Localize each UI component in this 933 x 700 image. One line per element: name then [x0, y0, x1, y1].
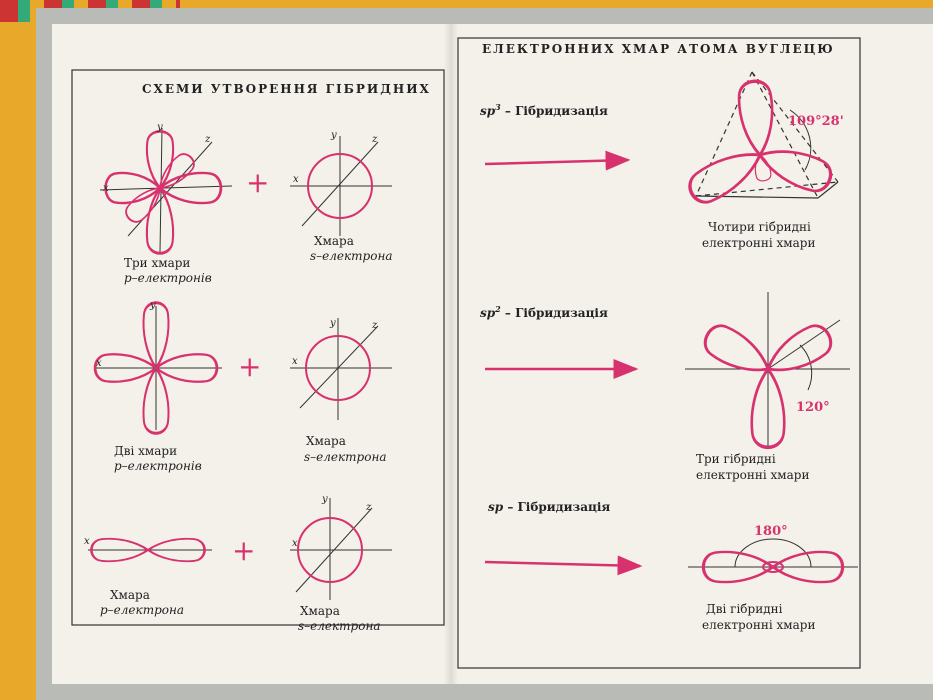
axis-z-s2: z: [372, 320, 378, 331]
result-label-2b: електронні хмари: [696, 468, 810, 482]
heading-right: ЕЛЕКТРОННИХ ХМАР АТОМА ВУГЛЕЦЮ: [482, 42, 835, 56]
hyb-label-sp2: sp2 – Гібридизація: [480, 304, 608, 320]
axis-x-s1: x: [293, 174, 299, 185]
p-orbitals-two: [93, 301, 222, 435]
p-label-1a: Три хмари: [124, 256, 191, 270]
p-label-3a: Хмара: [110, 588, 150, 602]
axis-z-s1: z: [372, 134, 378, 145]
p-label-2b: p–електронів: [114, 459, 202, 473]
result-label-3a: Дві гібридні: [706, 602, 783, 616]
axis-z-s3: z: [366, 502, 372, 513]
p-label-1b: p–електронів: [124, 271, 212, 285]
angle-sp: 180°: [754, 524, 788, 539]
sp-linear: [688, 538, 858, 584]
s-label-2a: Хмара: [306, 434, 346, 448]
angle-sp2: 120°: [796, 400, 830, 415]
result-label-1a: Чотири гібридні: [708, 220, 811, 234]
angle-sp3: 109°28': [788, 114, 844, 129]
s-label-1b: s–електрона: [310, 249, 393, 263]
axis-y-s2: y: [330, 318, 336, 329]
s-label-3b: s–електрона: [298, 619, 381, 633]
result-label-2a: Три гібридні: [696, 452, 776, 466]
sp2-trigonal: [685, 292, 850, 450]
plus-sign-1: +: [246, 166, 270, 199]
result-label-1b: електронні хмари: [702, 236, 816, 250]
p-label-3b: p–електрона: [100, 603, 185, 617]
p-label-2a: Дві хмари: [114, 444, 178, 458]
hyb-label-sp3: sp3 – Гібридизація: [480, 102, 608, 118]
s-orbital-2: [290, 318, 392, 420]
axis-x-1: x: [103, 183, 109, 194]
axis-x-s2: x: [292, 356, 298, 367]
arrow-sp3: [484, 150, 631, 171]
p-orbitals-three: [99, 127, 233, 253]
arrow-sp: [484, 555, 643, 576]
s-orbital-1: [290, 136, 392, 236]
axis-x-s3: x: [292, 538, 298, 549]
sp3-tetrahedron: [682, 71, 839, 210]
page-fold: [444, 24, 458, 684]
axis-y-s3: y: [322, 494, 328, 505]
axis-y-1: y: [157, 122, 163, 133]
p-orbital-one: [88, 537, 212, 563]
axis-z-1: z: [205, 134, 211, 145]
plus-sign-2: +: [238, 350, 262, 383]
right-frame: [457, 37, 861, 669]
axis-y-2: y: [150, 300, 156, 311]
result-label-3b: електронні хмари: [702, 618, 816, 632]
left-frame: [71, 69, 445, 626]
s-label-3a: Хмара: [300, 604, 340, 618]
axis-x-2: x: [96, 358, 102, 369]
s-label-2b: s–електрона: [304, 450, 387, 464]
hyb-label-sp: sp – Гібридизація: [488, 500, 611, 514]
p-lobes-three: [104, 130, 223, 255]
heading-left: СХЕМИ УТВОРЕННЯ ГІБРИДНИХ: [142, 82, 431, 96]
s-label-1a: Хмара: [314, 234, 354, 248]
axis-x-3: x: [84, 536, 90, 547]
plus-sign-3: +: [232, 534, 256, 567]
axis-y-s1: y: [331, 130, 337, 141]
s-orbital-3: [290, 498, 392, 600]
